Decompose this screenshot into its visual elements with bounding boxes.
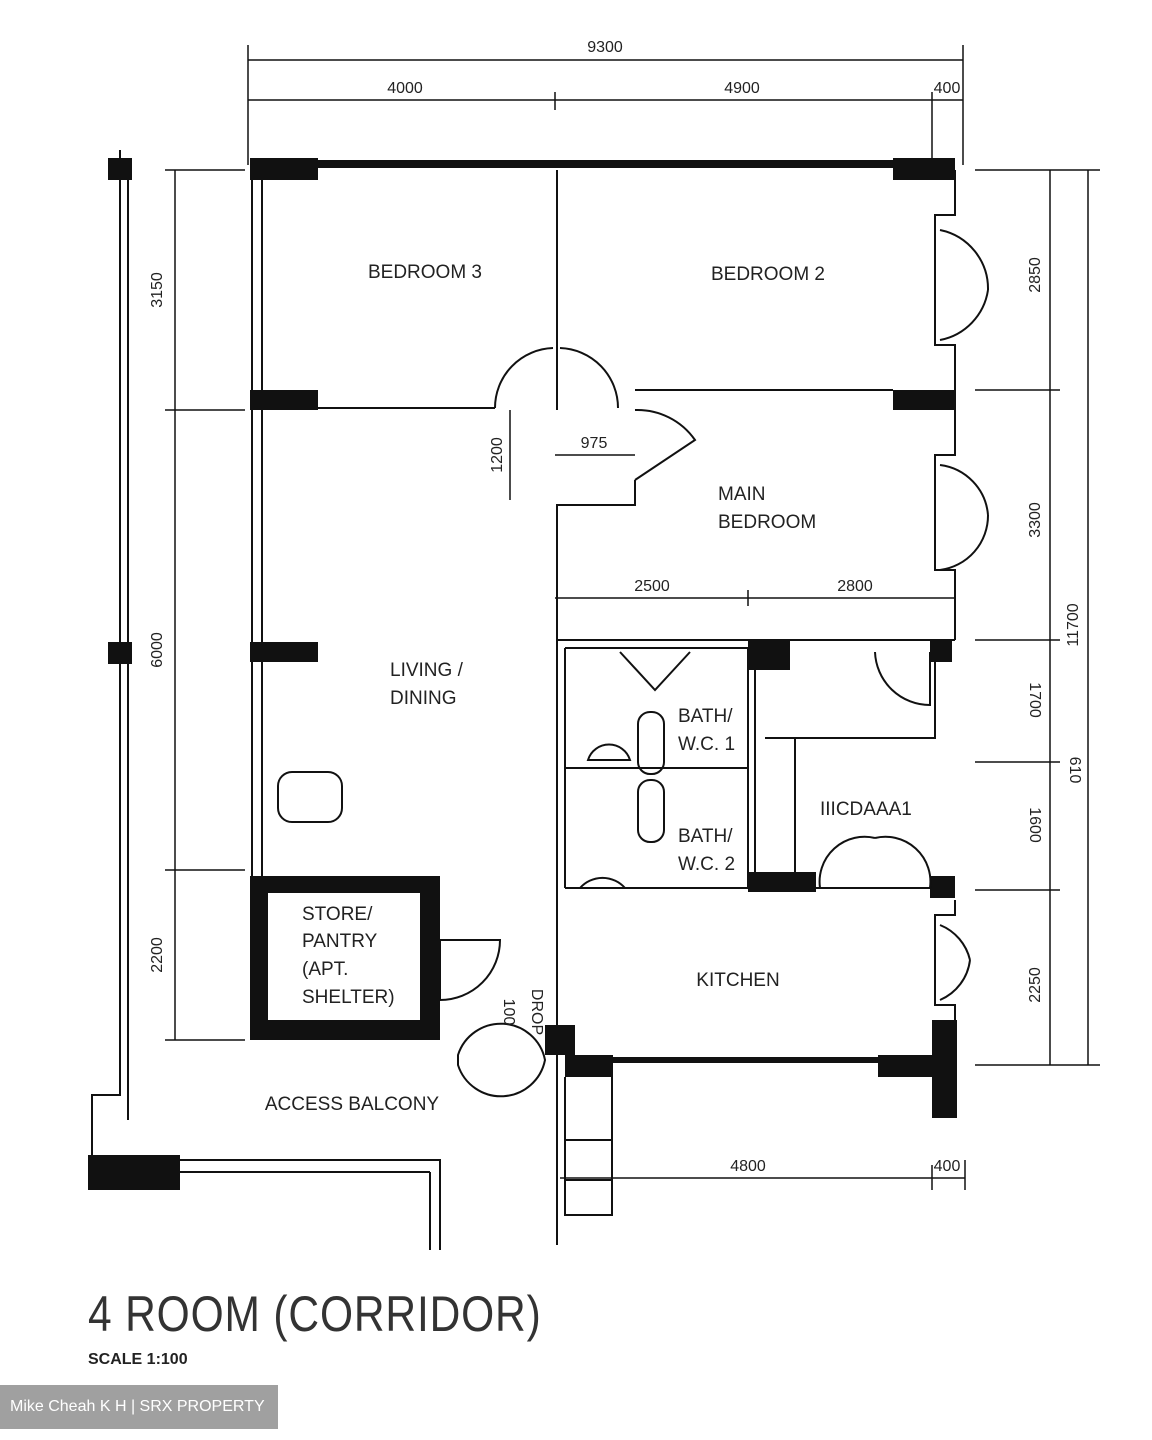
label-bedroom-2: BEDROOM 2 (711, 264, 825, 285)
label-living-dining-2: DINING (390, 688, 457, 709)
walls-thin (91, 150, 990, 1250)
dim-2800: 2800 (837, 578, 873, 595)
plan-title: 4 ROOM (CORRIDOR) (88, 1286, 542, 1342)
label-bath-wc-2: BATH/ (678, 826, 733, 847)
room-labels: BEDROOM 3 BEDROOM 2 MAIN BEDROOM LIVING … (265, 262, 912, 1115)
label-bedroom-3: BEDROOM 3 (368, 262, 482, 283)
dim-right-1700: 1700 (1026, 682, 1043, 718)
dim-bottom-4800: 4800 (730, 1158, 766, 1175)
label-bath-wc-1: BATH/ (678, 706, 733, 727)
dim-left-2200: 2200 (149, 937, 166, 973)
dim-top-total: 9300 (587, 39, 623, 56)
label-bath-wc-2-b: W.C. 2 (678, 854, 735, 875)
dim-left-6000: 6000 (149, 632, 166, 668)
dim-right-2250: 2250 (1027, 967, 1044, 1003)
dim-top-4900: 4900 (724, 80, 760, 97)
label-store-pantry-4: SHELTER) (302, 987, 395, 1008)
label-access-balcony: ACCESS BALCONY (265, 1094, 440, 1115)
dim-right-1600: 1600 (1026, 807, 1043, 843)
plan-scale: SCALE 1:100 (88, 1351, 188, 1368)
dim-left-3150: 3150 (149, 272, 166, 308)
dim-2500: 2500 (634, 578, 670, 595)
dimension-lines (165, 45, 1100, 1190)
dim-right-2850: 2850 (1027, 257, 1044, 293)
dim-975: 975 (581, 435, 608, 452)
dim-bottom-400: 400 (934, 1158, 961, 1175)
dim-top-400: 400 (934, 80, 961, 97)
label-living-dining: LIVING / (390, 660, 464, 681)
label-refuse-drop: 100 (500, 999, 517, 1026)
label-store-pantry-3: (APT. (302, 959, 348, 980)
label-kitchen: KITCHEN (696, 970, 779, 991)
dimension-labels: 9300 4000 4900 400 3150 6000 2200 2850 3… (149, 39, 1083, 1175)
label-yard: IIICDAAA1 (820, 799, 912, 820)
label-main-bedroom-2: BEDROOM (718, 512, 816, 533)
label-refuse-drop-2: DROP (528, 989, 545, 1035)
label-store-pantry: STORE/ (302, 904, 373, 925)
label-main-bedroom: MAIN (718, 484, 766, 505)
dim-right-total: 11700 (1065, 603, 1082, 646)
dim-right-610: 610 (1066, 757, 1083, 784)
dim-right-3300: 3300 (1027, 502, 1044, 538)
watermark: Mike Cheah K H | SRX PROPERTY (0, 1385, 278, 1429)
label-store-pantry-2: PANTRY (302, 931, 378, 952)
dim-top-4000: 4000 (387, 80, 423, 97)
walls-solid (88, 158, 957, 1190)
dim-1200: 1200 (489, 437, 506, 473)
label-bath-wc-1-b: W.C. 1 (678, 734, 735, 755)
